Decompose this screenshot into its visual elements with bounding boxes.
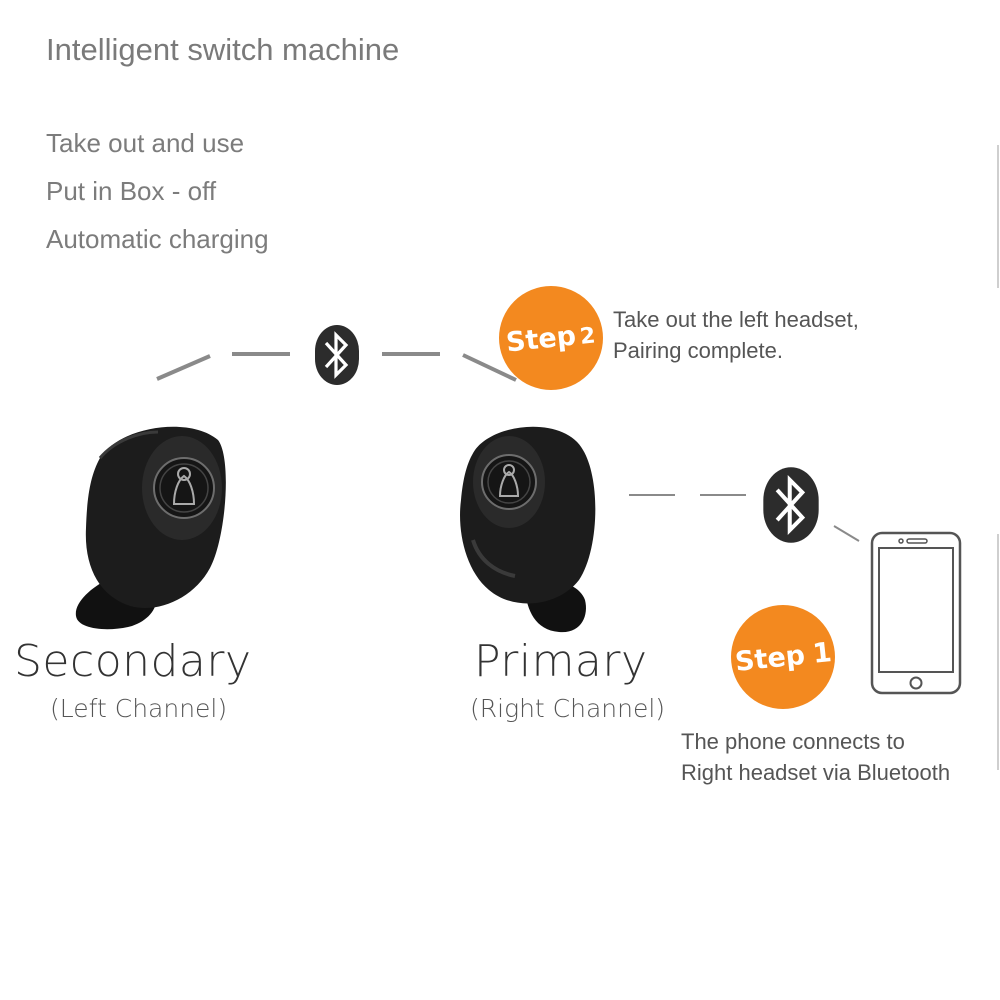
page-title: Intelligent switch machine xyxy=(46,32,400,67)
left-channel-label: (Left Channel) xyxy=(50,694,228,723)
left-earbud-image xyxy=(75,426,226,630)
step-2-note-line-1: Take out the left headset, xyxy=(613,307,859,332)
primary-label: Primary xyxy=(474,636,648,687)
bluetooth-icon xyxy=(315,325,359,385)
step-2-word: Step xyxy=(504,319,578,359)
step-1-note-line-2: Right headset via Bluetooth xyxy=(681,760,951,785)
step-2-number: 2 xyxy=(579,322,597,350)
step-1-note: The phone connects to Right headset via … xyxy=(681,726,950,788)
right-earbud-image xyxy=(460,426,596,633)
connector-segment-1 xyxy=(156,354,211,381)
step-1-word: Step xyxy=(733,639,807,678)
phone-icon xyxy=(870,531,962,695)
step-2-note-line-2: Pairing complete. xyxy=(613,338,783,363)
feature-take-out: Take out and use xyxy=(46,128,245,158)
connector-segment-4 xyxy=(462,353,517,382)
feature-auto-charging: Automatic charging xyxy=(46,224,269,254)
right-channel-label: (Right Channel) xyxy=(470,694,666,723)
connector-segment-7 xyxy=(833,525,860,542)
step-1-number: 1 xyxy=(810,636,833,670)
secondary-label: Secondary xyxy=(14,636,252,687)
step-2-badge: Step2 xyxy=(499,286,603,390)
step-2-note: Take out the left headset, Pairing compl… xyxy=(613,304,859,366)
step-1-note-line-1: The phone connects to xyxy=(681,729,905,754)
bluetooth-icon xyxy=(763,467,819,543)
feature-put-in-box: Put in Box - off xyxy=(46,176,217,206)
